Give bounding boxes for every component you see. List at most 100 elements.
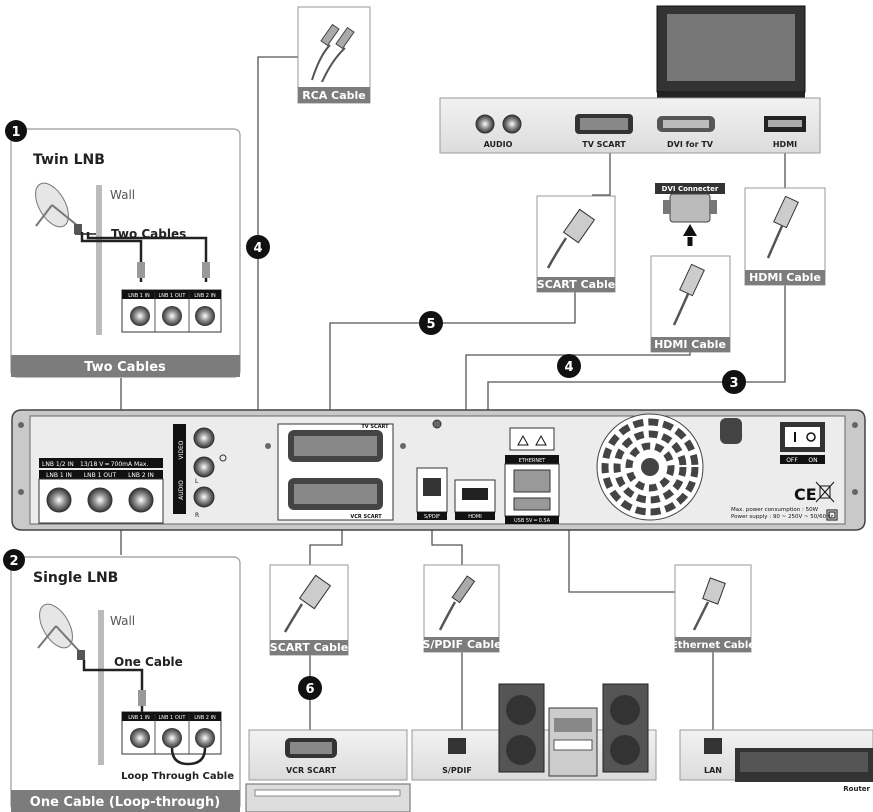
twin-lnb-box: 1 Twin LNB Wall Two Cables LNB 1 IN LNB … [5, 120, 241, 378]
tv-connector-panel: AUDIO TV SCART DVI for TV HDMI [439, 97, 821, 154]
step-4-number: 4 [253, 241, 262, 256]
rx-lnb-port-icon [46, 487, 72, 513]
step-6-badge [298, 676, 322, 700]
box2-footer: One Cable (Loop-through) [30, 795, 220, 810]
ethernet-cable-card: Ethernet Cable [671, 564, 755, 653]
fan-vent-icon [596, 413, 704, 521]
audio-l-label: L [195, 478, 199, 485]
loop-through-cable [170, 747, 207, 766]
stereo-unit-icon [548, 707, 598, 777]
router-label: Router [843, 785, 870, 793]
spdif-panel-label: S/PDIF [442, 766, 472, 775]
twin-lnb-title: Twin LNB [33, 152, 105, 168]
switch-on-label: ON [808, 457, 817, 464]
wall-label: Wall [110, 614, 135, 628]
step-5-number: 5 [426, 317, 435, 332]
hdmi-cable-dvi-card: HDMI Cable [650, 255, 731, 353]
step-4-badge [246, 235, 270, 259]
scart-cable-top-label: SCART Cable [537, 278, 615, 291]
ethernet-port-icon [513, 469, 551, 493]
rx-lnb-1-in-label: LNB 1 IN [46, 472, 72, 479]
weee-bin-icon [815, 481, 835, 503]
spdif-port-icon [423, 478, 441, 496]
wall [98, 610, 104, 765]
lnb-port-icon [162, 728, 182, 748]
loop-through-label: Loop Through Cable [121, 771, 234, 782]
step-1-badge [5, 120, 27, 142]
one-cable-label: One Cable [114, 655, 183, 669]
rx-usb-label: USB 5V ═ 0.5A [514, 518, 551, 524]
power-supply-label: Power supply : 90 ~ 250V ~ 50/60Hz [731, 514, 833, 520]
hdmi-plug-icon [672, 263, 705, 326]
step-3-number: 3 [729, 376, 738, 391]
scart-cable-bottom-label: SCART Cable [270, 641, 348, 654]
hdmi-cable-dvi-label: HDMI Cable [654, 338, 726, 351]
step-badges: 4 5 4 3 6 [246, 235, 746, 700]
audio-r-jack-icon [193, 486, 215, 508]
rx-lnb-port-icon [128, 487, 154, 513]
lnb-port-icon [195, 306, 215, 326]
audio-r-label: R [195, 512, 199, 519]
lnb-port-icon [130, 306, 150, 326]
rx-vcr-scart-label: VCR SCART [350, 514, 382, 520]
lnb-port-icon [195, 728, 215, 748]
scart-cable-top-card: SCART Cable [536, 195, 616, 293]
lnb-1-in-label: LNB 1 IN [128, 293, 150, 299]
lnb-2-in-label: LNB 2 IN [194, 293, 216, 299]
video-label: VIDEO [178, 440, 185, 459]
tv-scart-label: TV SCART [582, 140, 626, 149]
video-jack-icon [193, 427, 215, 449]
rca-cable-card: RCA Cable [297, 6, 371, 104]
single-lnb-title: Single LNB [33, 570, 118, 586]
ethernet-plug-icon [692, 577, 726, 631]
vcr-device-icon [245, 783, 411, 812]
wall-label: Wall [110, 188, 135, 202]
audio-left-jack-icon [475, 114, 495, 134]
audio-right-jack-icon [502, 114, 522, 134]
lnb-port-icon [162, 306, 182, 326]
spdif-cable-card: S/PDIF Cable [422, 564, 502, 653]
receiver-rear-panel: LNB 1/2 IN 13/18 V ═ 700mA Max. LNB 1 IN… [11, 409, 866, 531]
ethernet-cable-label: Ethernet Cable [671, 640, 755, 651]
arrow-up-icon [683, 224, 697, 236]
rx-spdif-label: S/PDIF [424, 514, 440, 520]
satellite-dish-icon [37, 603, 85, 660]
step-1-number: 1 [11, 125, 20, 140]
screw-icon [720, 418, 742, 444]
lnb-1-out-label: LNB 1 OUT [159, 715, 187, 721]
ce-mark: CE [794, 485, 817, 504]
audio-label: AUDIO [178, 480, 185, 500]
tv-hdmi-label: HDMI [773, 140, 797, 149]
lnb-power-label: 13/18 V ═ 700mA Max. [80, 461, 148, 468]
step-4-badge [557, 354, 581, 378]
audio-system-panel: S/PDIF [411, 683, 657, 781]
step-4-number: 4 [564, 360, 573, 375]
satellite-dish-icon [35, 182, 96, 235]
vcr-panel: VCR SCART [245, 729, 411, 812]
hdmi-cable-label: HDMI Cable [749, 271, 821, 284]
speaker-icon [602, 683, 649, 773]
rx-hdmi-port-icon [462, 488, 488, 500]
rx-hdmi-label: HDMI [468, 514, 481, 520]
step-2-badge [3, 549, 25, 571]
rx-lnb-port-icon [87, 487, 113, 513]
step-5-badge [419, 311, 443, 335]
switch-off-label: OFF [786, 457, 798, 464]
usb-port-icon [513, 497, 551, 511]
step-2-number: 2 [9, 554, 18, 569]
rx-lnb-1-out-label: LNB 1 OUT [84, 472, 117, 479]
scart-cable-bottom-card: SCART Cable [269, 564, 349, 656]
scart-plug-icon [546, 208, 596, 269]
step-6-number: 6 [305, 682, 314, 697]
lnb-header-label: LNB 1/2 IN [42, 461, 74, 468]
hdmi-cable-card: HDMI Cable [744, 187, 826, 286]
tv-icon [656, 5, 806, 104]
speaker-icon [498, 683, 545, 773]
spdif-cable-label: S/PDIF Cable [422, 638, 501, 651]
rx-ethernet-label: ETHERNET [519, 458, 547, 464]
vcr-scart-label: VCR SCART [286, 766, 337, 775]
lnb-1-out-label: LNB 1 OUT [159, 293, 187, 299]
lnb-1-in-label: LNB 1 IN [128, 715, 150, 721]
spdif-port-icon [448, 738, 466, 754]
